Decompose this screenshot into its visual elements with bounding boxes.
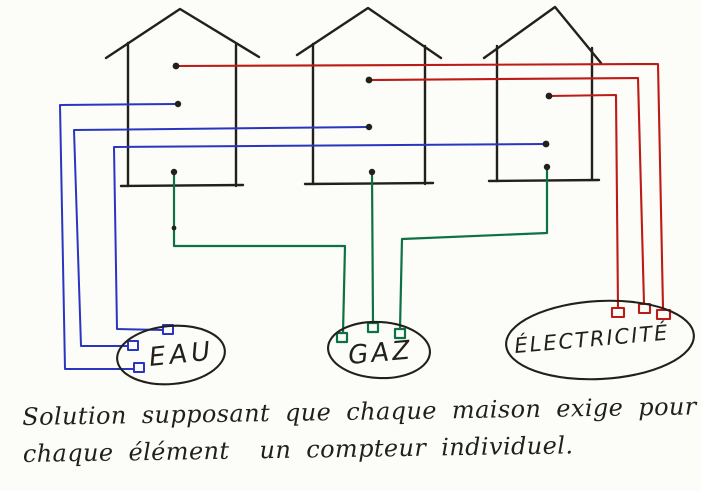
gas-meter-1	[335, 331, 349, 344]
house-1	[104, 7, 261, 188]
electricity-meter-3	[655, 308, 672, 321]
house-3-roof	[482, 5, 603, 65]
dot-house2-electricity	[365, 76, 373, 84]
dot-house1-electricity	[172, 62, 180, 70]
electricity-wire-house1	[174, 62, 665, 310]
electricity-wire-house3	[547, 93, 620, 310]
house-3-floor	[487, 178, 601, 183]
electricity-oval	[505, 299, 695, 381]
water-meter-3	[133, 362, 145, 373]
gas-wire-house3	[398, 165, 549, 331]
houses	[104, 5, 603, 188]
water-label: EAU	[148, 336, 216, 373]
water-oval	[116, 324, 226, 386]
gas-meter-2	[366, 321, 380, 334]
dot-house3-gas	[543, 163, 551, 171]
dot-house2-gas	[368, 168, 376, 176]
water-wire-house1	[59, 103, 179, 370]
dot-house2-water	[365, 123, 373, 131]
water-wire-house3	[113, 143, 547, 331]
house-2	[295, 6, 443, 186]
gas-wires	[172, 165, 549, 344]
dot-house1-water	[174, 100, 182, 108]
dot-house3-water	[542, 140, 550, 148]
caption: Solution supposant que chaque maison exi…	[22, 389, 697, 473]
house-1-floor	[119, 183, 245, 188]
gas-label: GAZ	[347, 335, 414, 371]
gas-oval	[326, 320, 432, 380]
dot-house3-electricity	[545, 92, 553, 100]
dot-gas-wire1-mid	[171, 225, 177, 231]
gas-wire-house1	[172, 170, 347, 335]
house-3	[482, 5, 603, 183]
gas-wire-house2	[370, 170, 375, 325]
electricity-wires	[174, 62, 672, 321]
house-2-floor	[303, 181, 435, 186]
electricity-label: ÉLECTRICITÉ	[513, 320, 670, 358]
dot-house1-gas	[170, 168, 178, 176]
gas-meter-3	[393, 327, 407, 340]
water-meter-1	[162, 324, 174, 335]
house-2-roof	[295, 6, 443, 60]
water-wire-house2	[73, 126, 370, 347]
utility-ovals	[116, 299, 695, 386]
house-1-roof	[104, 7, 261, 60]
water-meter-2	[127, 340, 139, 351]
electricity-meter-1	[610, 306, 626, 319]
water-wires	[59, 103, 547, 373]
connection-dots	[170, 62, 553, 231]
electricity-wire-house2	[367, 76, 646, 306]
